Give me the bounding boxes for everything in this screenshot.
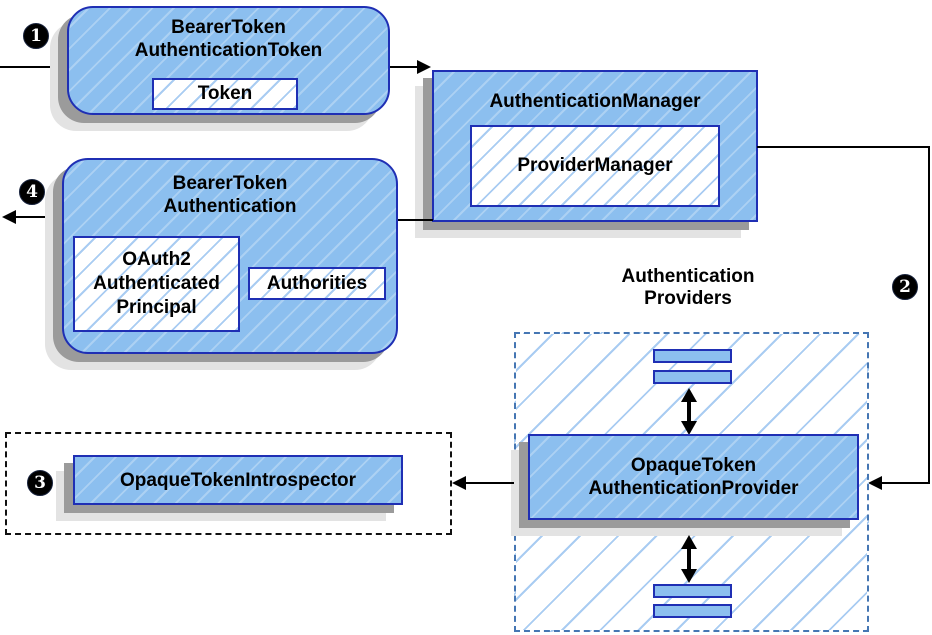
opaque-token-authentication-provider-title: OpaqueToken AuthenticationProvider (588, 454, 798, 500)
principal-line-2: Authenticated (93, 273, 220, 294)
opaque-token-introspector-container (5, 432, 452, 535)
principal-line-3: Principal (116, 297, 197, 318)
token-to-manager-arrowhead-icon (417, 60, 431, 74)
manager-to-provider-line-right (928, 146, 930, 484)
authorities-box: Authorities (248, 267, 386, 300)
authentication-out-line (15, 216, 62, 218)
title-line-1: BearerToken (172, 173, 288, 194)
manager-to-authentication-line (397, 219, 433, 221)
principal-line-1: OAuth2 (122, 249, 191, 270)
title-line-2: AuthenticationProvider (588, 478, 799, 499)
bearer-token-authentication-token-box: BearerToken AuthenticationToken (67, 6, 390, 115)
manager-to-provider-arrowhead-icon (868, 476, 882, 490)
provider-placeholder-bar (653, 349, 732, 363)
step-3-number: 3 (34, 473, 46, 493)
opaque-token-introspector-box: OpaqueTokenIntrospector (73, 455, 403, 505)
provider-manager-label: ProviderManager (517, 155, 673, 176)
opaque-token-authentication-provider-box: OpaqueToken AuthenticationProvider (528, 434, 859, 520)
provider-placeholder-bar (653, 370, 732, 384)
step-2-badge: 2 (892, 274, 918, 300)
manager-to-provider-line-top (757, 146, 930, 148)
token-label: Token (197, 83, 253, 104)
title-line-2: Authentication (163, 196, 297, 217)
authorities-label: Authorities (266, 272, 368, 294)
bearer-token-authentication-token-title: BearerToken AuthenticationToken (135, 16, 323, 62)
token-to-manager-line (390, 66, 419, 68)
authentication-manager-title: AuthenticationManager (489, 91, 701, 112)
authentication-providers-label: Authentication Providers (588, 266, 788, 310)
oauth2-authenticated-principal-label: OAuth2 Authenticated Principal (93, 248, 220, 320)
step-2-number: 2 (899, 277, 911, 297)
oauth2-authenticated-principal-box: OAuth2 Authenticated Principal (73, 236, 240, 332)
step-4-number: 4 (26, 182, 38, 202)
manager-to-provider-line-bottom (882, 482, 930, 484)
providers-label-line-1: Authentication (621, 266, 755, 287)
step-1-number: 1 (30, 26, 42, 46)
provider-to-introspector-line (466, 482, 514, 484)
title-line-1: OpaqueToken (630, 455, 757, 476)
step-1-badge: 1 (23, 23, 49, 49)
provider-placeholder-bar (653, 604, 732, 618)
authentication-out-arrowhead-icon (2, 210, 16, 224)
double-arrow-bottom-icon (681, 535, 697, 583)
providers-label-line-2: Providers (644, 288, 732, 309)
provider-to-introspector-arrowhead-icon (452, 476, 466, 490)
opaque-token-introspector-title: OpaqueTokenIntrospector (119, 469, 357, 491)
incoming-request-line (0, 66, 67, 68)
double-arrow-top-icon (681, 388, 697, 435)
step-3-badge: 3 (27, 470, 53, 496)
provider-placeholder-bar (653, 584, 732, 598)
title-line-2: AuthenticationToken (134, 40, 323, 61)
provider-manager-box: ProviderManager (470, 125, 720, 207)
title-line-1: BearerToken (171, 17, 286, 38)
bearer-token-authentication-title: BearerToken Authentication (64, 172, 396, 218)
step-4-badge: 4 (19, 179, 45, 205)
token-box: Token (152, 78, 298, 110)
